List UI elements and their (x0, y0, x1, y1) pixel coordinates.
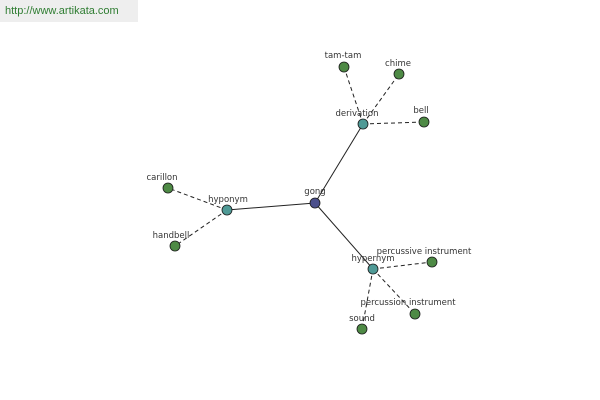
label-gong: gong (304, 187, 325, 197)
node-chime[interactable] (393, 68, 405, 80)
edge-hypernym-sound (361, 268, 374, 330)
label-derivation: derivation (335, 109, 378, 119)
label-tam-tam: tam-tam (325, 51, 362, 61)
node-derivation[interactable] (357, 118, 369, 130)
node-gong[interactable] (309, 197, 321, 209)
edge-gong-hypernym (314, 202, 374, 270)
label-chime: chime (385, 59, 411, 69)
label-hypernym: hypernym (351, 254, 394, 264)
edge-hypernym-percussion-instrument (372, 268, 416, 315)
edges (167, 66, 433, 330)
label-percussion-instrument: percussion instrument (360, 298, 456, 308)
edge-hypernym-percussive-instrument (372, 261, 433, 270)
label-sound: sound (349, 314, 375, 324)
node-carillon[interactable] (162, 182, 174, 194)
label-hyponym: hyponym (208, 195, 248, 205)
label-carillon: carillon (146, 173, 177, 183)
node-handbell[interactable] (169, 240, 181, 252)
label-handbell: handbell (153, 231, 190, 241)
edge-hyponym-carillon (167, 187, 228, 211)
label-percussive-instrument: percussive instrument (377, 247, 472, 257)
node-hypernym[interactable] (367, 263, 379, 275)
labels: gong derivation tam-tam chime bell hyponym car… (146, 51, 472, 324)
edge-derivation-bell (362, 121, 425, 125)
edge-hyponym-handbell (174, 209, 228, 247)
node-hyponym[interactable] (221, 204, 233, 216)
label-bell: bell (413, 106, 428, 116)
node-percussive-instrument[interactable] (426, 256, 438, 268)
nodes (162, 61, 438, 335)
edge-gong-hyponym (226, 202, 316, 211)
node-sound[interactable] (356, 323, 368, 335)
edge-gong-derivation (314, 123, 364, 204)
node-percussion-instrument[interactable] (409, 308, 421, 320)
node-tam-tam[interactable] (338, 61, 350, 73)
source-url-link[interactable]: http://www.artikata.com (0, 0, 138, 22)
edge-derivation-chime (362, 73, 400, 125)
node-bell[interactable] (418, 116, 430, 128)
edge-derivation-tam-tam (343, 66, 364, 125)
